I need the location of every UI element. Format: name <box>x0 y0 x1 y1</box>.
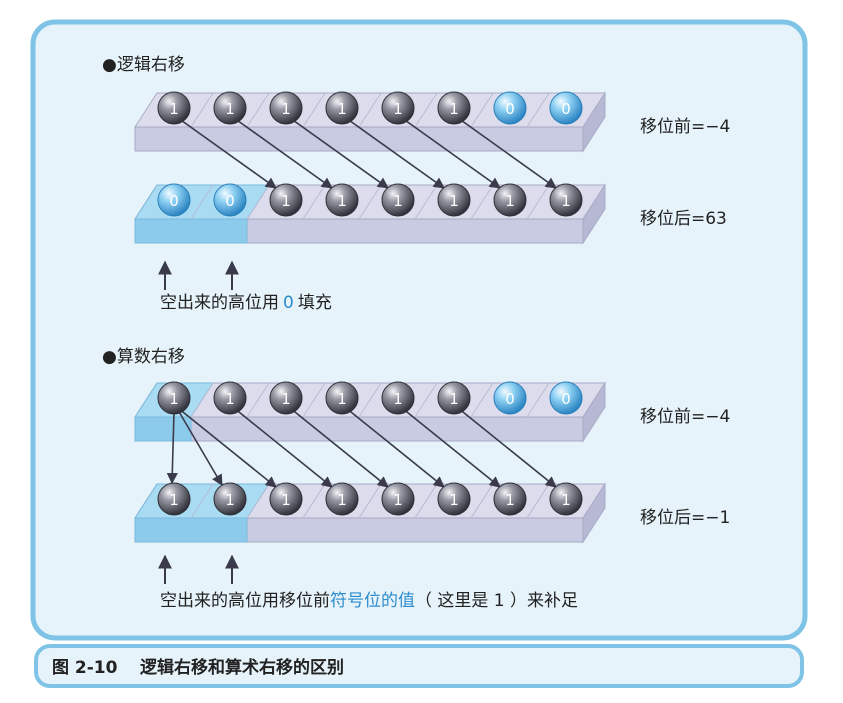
logical-before-bit-6: 0 <box>505 100 515 118</box>
logical-after-bit-7: 1 <box>561 192 571 210</box>
black-ball-icon: 1 <box>438 483 470 515</box>
black-ball-icon: 1 <box>270 92 302 124</box>
logical-after-bit-5: 1 <box>449 192 459 210</box>
black-ball-icon: 1 <box>270 184 302 216</box>
black-ball-icon: 1 <box>270 382 302 414</box>
black-ball-icon: 1 <box>438 184 470 216</box>
black-ball-icon: 1 <box>550 483 582 515</box>
arithmetic-after-bit-4: 1 <box>393 491 403 509</box>
black-ball-icon: 1 <box>382 382 414 414</box>
arithmetic-before-bit-5: 1 <box>449 390 459 408</box>
black-ball-icon: 1 <box>270 483 302 515</box>
black-ball-icon: 1 <box>494 483 526 515</box>
blue-ball-icon: 0 <box>158 184 190 216</box>
black-ball-icon: 1 <box>382 483 414 515</box>
black-ball-icon: 1 <box>326 483 358 515</box>
logical-before-bit-2: 1 <box>281 100 291 118</box>
black-ball-icon: 1 <box>494 184 526 216</box>
blue-ball-icon: 0 <box>550 382 582 414</box>
logical-after-bit-1: 0 <box>225 192 235 210</box>
section-heading-logical: ●逻辑右移 <box>102 55 185 75</box>
arithmetic-before-bit-6: 0 <box>505 390 515 408</box>
arithmetic-after-bit-3: 1 <box>337 491 347 509</box>
black-ball-icon: 1 <box>438 92 470 124</box>
arithmetic-before-label: 移位前=−4 <box>640 407 730 427</box>
arithmetic-after-bit-0: 1 <box>169 491 179 509</box>
logical-before-bit-5: 1 <box>449 100 459 118</box>
arithmetic-after-tray <box>135 484 605 542</box>
arithmetic-before-bit-2: 1 <box>281 390 291 408</box>
caption-text: 逻辑右移和算术右移的区别 <box>140 657 344 678</box>
arithmetic-note-tail: （ 这里是 1 ）来补足 <box>415 591 578 611</box>
arithmetic-note-highlight: 符号位的值 <box>330 591 415 611</box>
black-ball-icon: 1 <box>326 184 358 216</box>
logical-before-bit-4: 1 <box>393 100 403 118</box>
black-ball-icon: 1 <box>550 184 582 216</box>
logical-before-bit-1: 1 <box>225 100 235 118</box>
logical-after-bit-4: 1 <box>393 192 403 210</box>
logical-before-tray <box>135 93 605 151</box>
logical-after-bit-3: 1 <box>337 192 347 210</box>
black-ball-icon: 1 <box>326 382 358 414</box>
logical-after-tray <box>135 185 605 243</box>
black-ball-icon: 1 <box>158 382 190 414</box>
arithmetic-note-plain: 空出来的高位用移位前 <box>160 591 330 611</box>
arithmetic-before-bit-0: 1 <box>169 390 179 408</box>
black-ball-icon: 1 <box>438 382 470 414</box>
logical-before-bit-0: 1 <box>169 100 179 118</box>
logical-after-bit-6: 1 <box>505 192 515 210</box>
arithmetic-after-bit-5: 1 <box>449 491 459 509</box>
arithmetic-after-bit-2: 1 <box>281 491 291 509</box>
logical-note-highlight: 0 <box>283 293 294 313</box>
logical-note-tail: 填充 <box>298 293 332 313</box>
arithmetic-before-bit-1: 1 <box>225 390 235 408</box>
black-ball-icon: 1 <box>214 92 246 124</box>
black-ball-icon: 1 <box>326 92 358 124</box>
logical-after-bit-0: 0 <box>169 192 179 210</box>
arithmetic-before-bit-3: 1 <box>337 390 347 408</box>
arithmetic-before-tray <box>135 383 605 441</box>
black-ball-icon: 1 <box>158 483 190 515</box>
blue-ball-icon: 0 <box>494 92 526 124</box>
arithmetic-before-bit-7: 0 <box>561 390 571 408</box>
black-ball-icon: 1 <box>158 92 190 124</box>
logical-after-bit-2: 1 <box>281 192 291 210</box>
arithmetic-after-bit-1: 1 <box>225 491 235 509</box>
section-heading-arithmetic: ●算数右移 <box>102 347 185 367</box>
blue-ball-icon: 0 <box>214 184 246 216</box>
black-ball-icon: 1 <box>214 382 246 414</box>
logical-note-plain: 空出来的高位用 <box>160 293 279 313</box>
arithmetic-after-label: 移位后=−1 <box>640 508 730 528</box>
blue-ball-icon: 0 <box>494 382 526 414</box>
logical-before-label: 移位前=−4 <box>640 117 730 137</box>
blue-ball-icon: 0 <box>550 92 582 124</box>
logical-before-bit-7: 0 <box>561 100 571 118</box>
logical-after-label: 移位后=63 <box>640 209 727 229</box>
arithmetic-after-bit-7: 1 <box>561 491 571 509</box>
arithmetic-after-bit-6: 1 <box>505 491 515 509</box>
arithmetic-note: 空出来的高位用移位前符号位的值（ 这里是 1 ）来补足 <box>160 591 578 611</box>
black-ball-icon: 1 <box>214 483 246 515</box>
arithmetic-before-bit-4: 1 <box>393 390 403 408</box>
logical-before-bit-3: 1 <box>337 100 347 118</box>
caption-number: 图 2-10 <box>52 658 118 678</box>
black-ball-icon: 1 <box>382 92 414 124</box>
black-ball-icon: 1 <box>382 184 414 216</box>
